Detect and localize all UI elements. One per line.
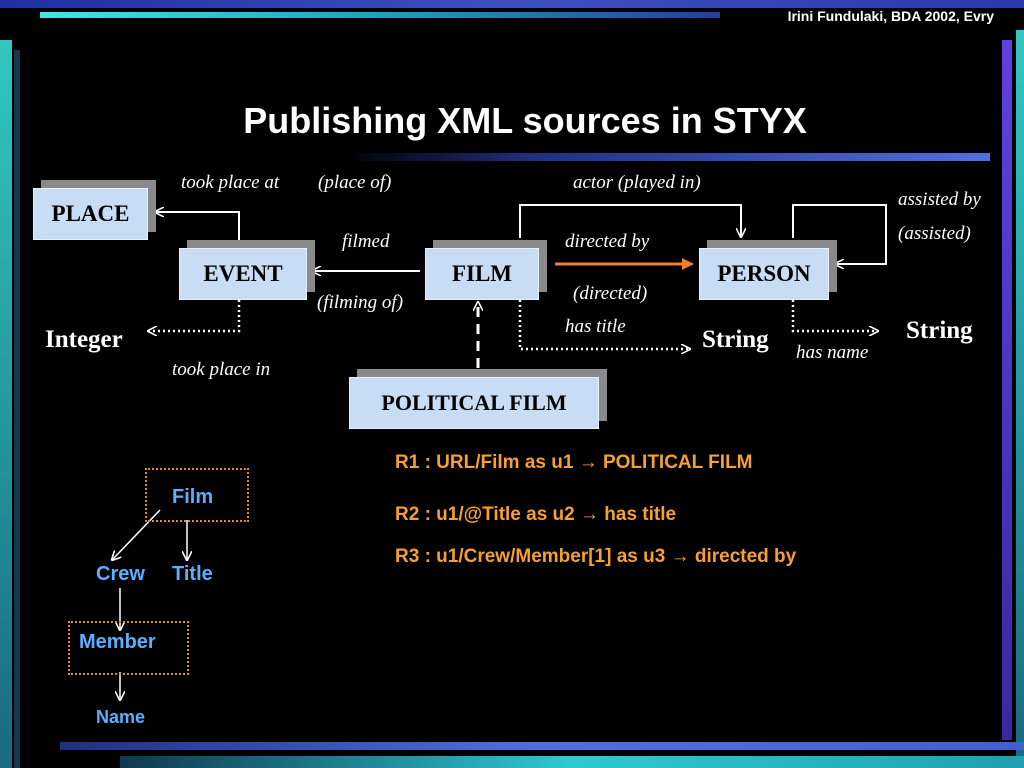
tree-node-crew: Crew [96, 563, 145, 585]
edge-has-title [518, 300, 690, 349]
bottom-bar-cyan [120, 756, 1024, 768]
tree-node-film: Film [172, 486, 214, 508]
label-actor-played-in: actor (played in) [573, 172, 701, 193]
label-has-title: has title [565, 316, 626, 337]
label-assisted: (assisted) [898, 223, 971, 244]
label-has-name: has name [796, 342, 869, 363]
tree-member-highlight [68, 621, 189, 675]
bottom-bar-blue [60, 742, 1024, 750]
political-film-node: POLITICAL FILM [349, 377, 599, 429]
edge-took-place-at [155, 212, 240, 240]
edge-assisted-by [792, 204, 887, 264]
tree-node-title: Title [172, 563, 213, 585]
label-place-of: (place of) [318, 172, 392, 193]
right-bar-purple [1002, 40, 1012, 740]
label-assisted-by: assisted by [898, 189, 981, 210]
label-filming-of: (filming of) [317, 292, 404, 313]
left-bar [0, 40, 12, 768]
right-bar-cyan [1016, 30, 1024, 768]
top-bar-blue [0, 0, 1024, 8]
tree-edge-film-crew [112, 509, 161, 560]
title-underline [340, 153, 990, 161]
left-bar-thin [14, 50, 20, 768]
top-bar-cyan [40, 12, 720, 18]
author-credit: Irini Fundulaki, BDA 2002, Evry [787, 8, 994, 24]
tree-film-highlight [145, 468, 249, 522]
type-string-name: String [906, 317, 973, 344]
edge-actor [519, 204, 741, 238]
place-node: PLACE [33, 188, 148, 240]
label-directed-by: directed by [565, 231, 650, 252]
edge-has-name [791, 300, 878, 331]
rule-r2: R2 : u1/@Title as u2 → has title [395, 504, 677, 525]
slide-title: Publishing XML sources in STYX [243, 100, 807, 141]
label-filmed: filmed [342, 231, 390, 252]
person-node: PERSON [699, 248, 829, 300]
rule-r3: R3 : u1/Crew/Member[1] as u3 → directed … [395, 546, 797, 567]
label-took-place-at: took place at [181, 172, 280, 193]
label-directed: (directed) [573, 283, 648, 304]
event-node: EVENT [179, 248, 307, 300]
type-string-title: String [702, 326, 769, 353]
film-node: FILM [425, 248, 539, 300]
rule-r1: R1 : URL/Film as u1 → POLITICAL FILM [395, 452, 753, 473]
label-took-place-in: took place in [172, 359, 271, 380]
tree-node-name: Name [96, 707, 146, 727]
type-integer: Integer [45, 326, 123, 353]
edge-took-place-in [148, 300, 241, 331]
tree-node-member: Member [79, 631, 156, 653]
